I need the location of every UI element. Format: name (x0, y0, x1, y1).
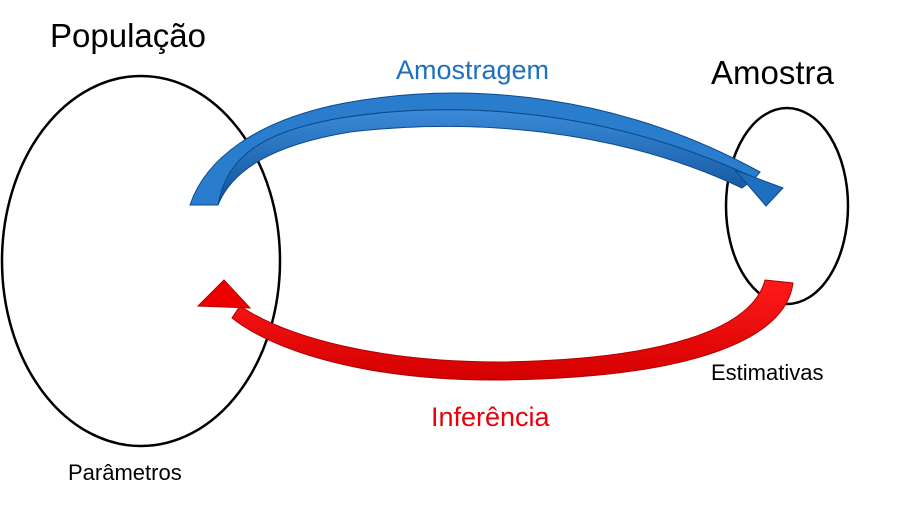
inference-label: Inferência (431, 402, 550, 432)
sampling-arrow (189, 92, 784, 207)
population-title: População (50, 17, 206, 54)
sampling-label: Amostragem (396, 55, 550, 85)
sample-caption: Estimativas (711, 360, 824, 385)
sample-ellipse (724, 106, 850, 306)
population-caption: Parâmetros (68, 460, 182, 485)
inference-arrow (196, 279, 794, 381)
sample-title: Amostra (711, 54, 834, 91)
population-ellipse (0, 74, 282, 448)
